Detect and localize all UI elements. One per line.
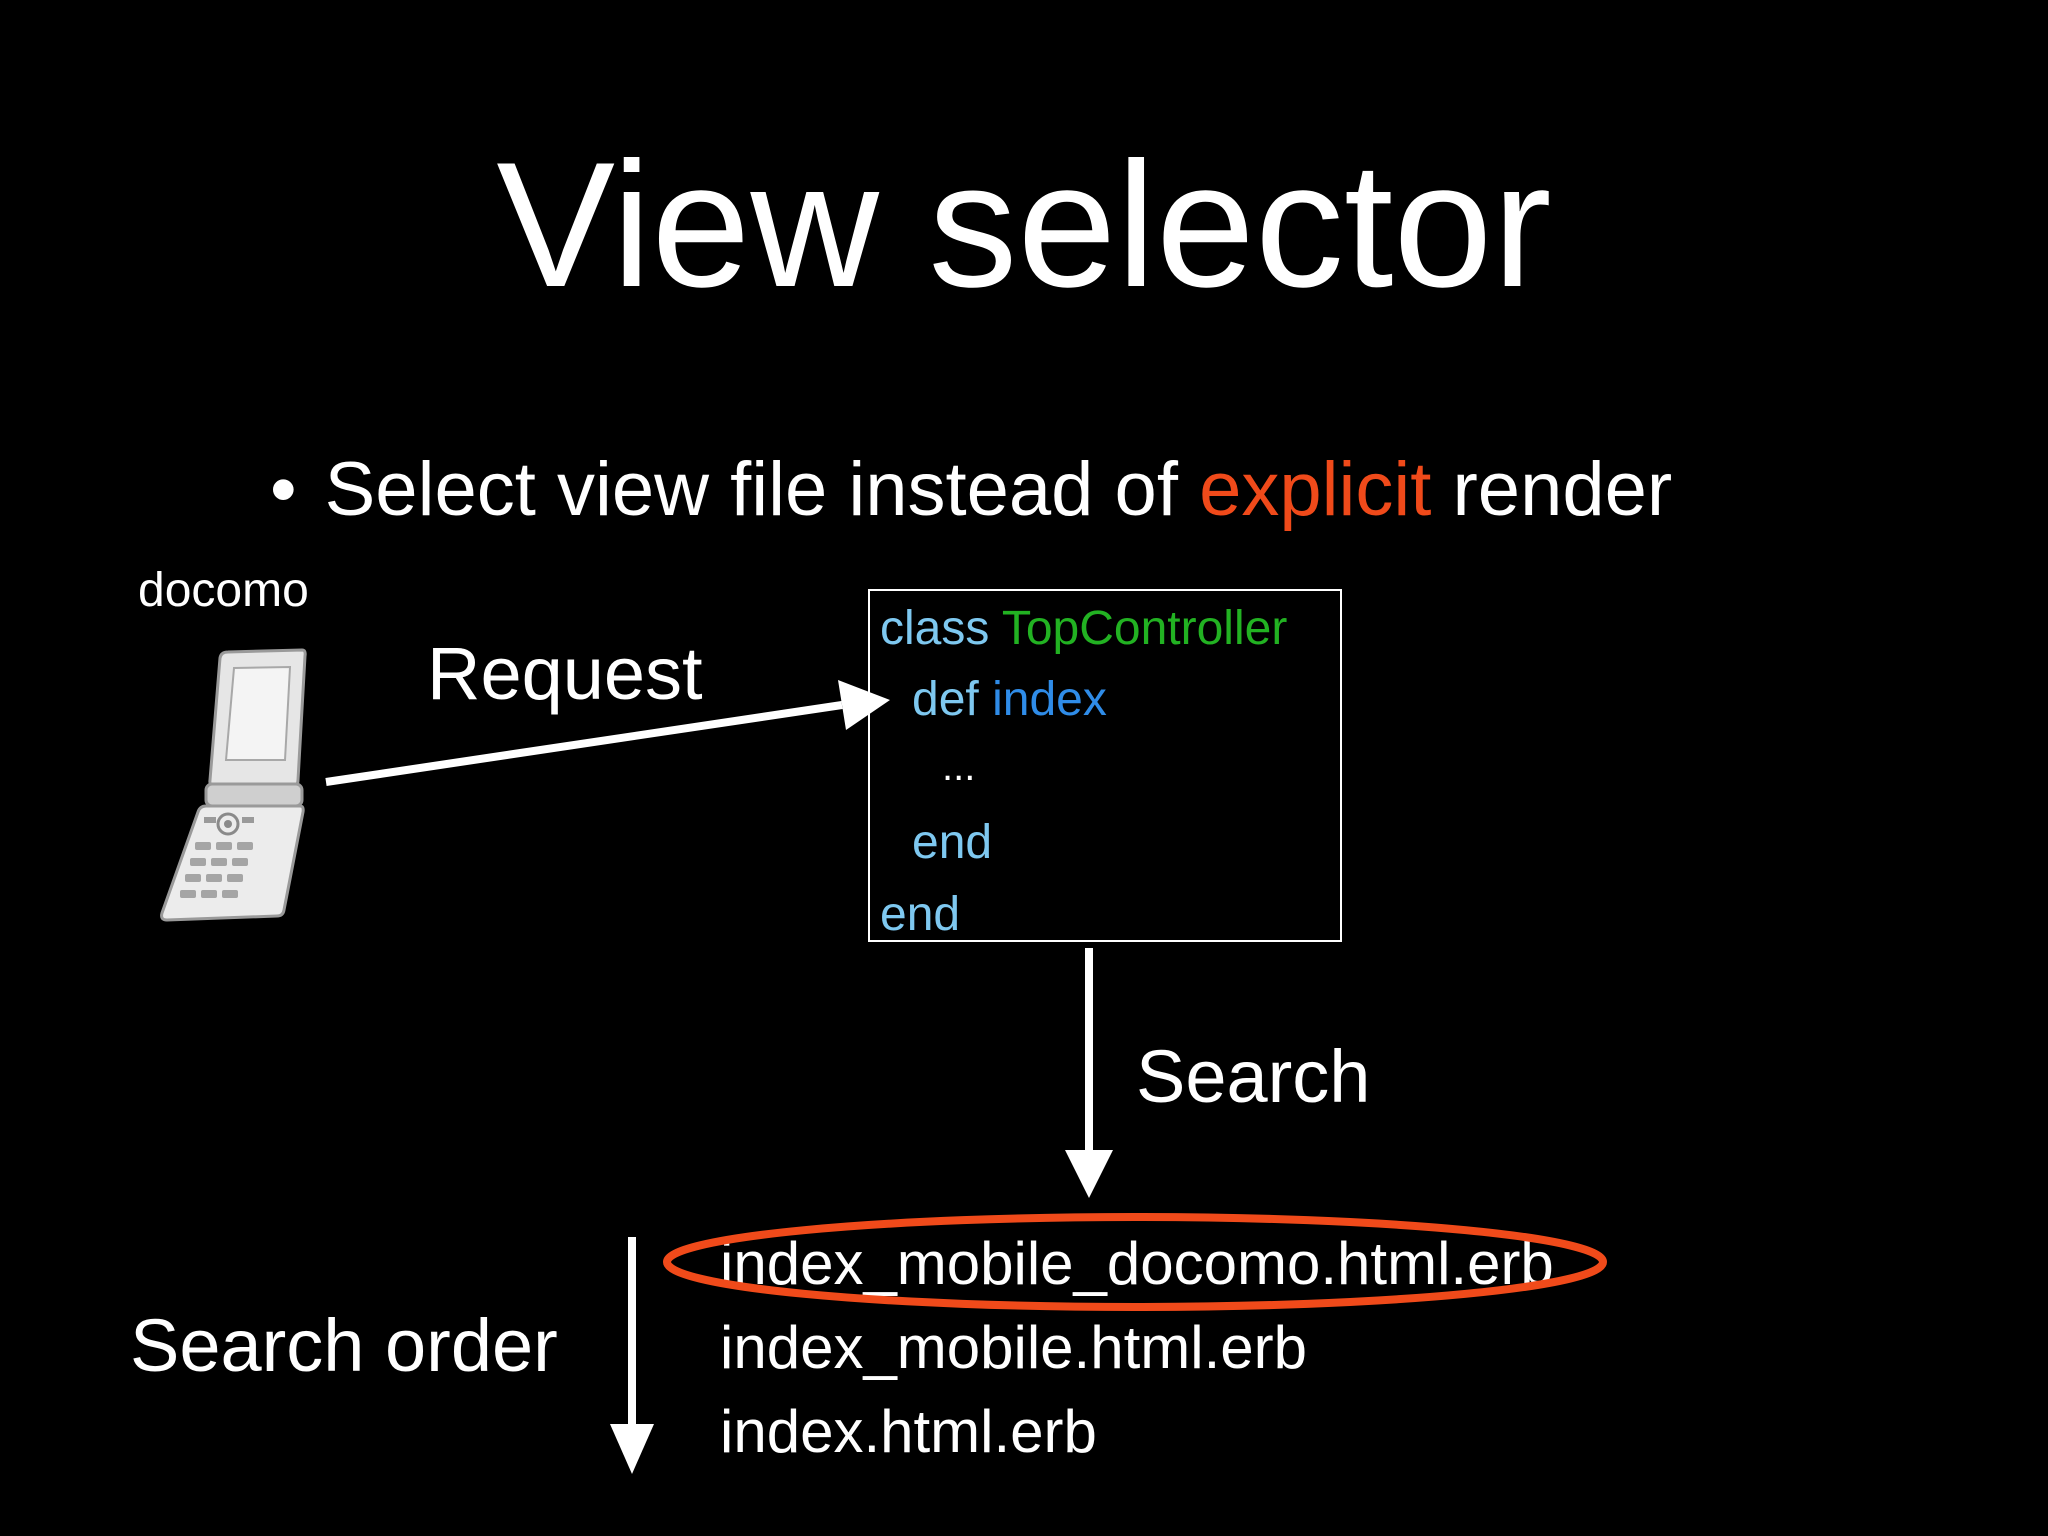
search-label: Search xyxy=(1136,1035,1371,1118)
code-class-name: TopController xyxy=(1001,602,1288,655)
bullet-line: • Select view file instead of explicit re… xyxy=(270,445,1672,535)
selected-file-highlight xyxy=(663,1213,1607,1311)
code-ellipsis: ... xyxy=(942,745,976,789)
code-line-def: def index xyxy=(912,672,1107,728)
bullet-highlight: explicit xyxy=(1199,447,1432,532)
code-line-outer-end: end xyxy=(880,888,961,941)
bullet-marker: • xyxy=(270,447,297,532)
phone-caption: docomo xyxy=(138,564,309,617)
code-keyword: class xyxy=(880,602,990,655)
code-line-class: class TopController xyxy=(880,601,1287,657)
file-item-selected: index_mobile_docomo.html.erb xyxy=(720,1230,1554,1297)
request-arrow xyxy=(325,680,890,786)
slide-title: View selector xyxy=(496,125,1552,324)
code-box: class TopController def index ... end en… xyxy=(868,589,1342,942)
bullet-text-after: render xyxy=(1431,447,1673,532)
file-item: index_mobile.html.erb xyxy=(720,1314,1307,1381)
flip-phone-icon xyxy=(160,648,307,922)
request-label: Request xyxy=(427,632,703,715)
code-keyword: def xyxy=(912,673,979,726)
code-method-name: index xyxy=(992,673,1107,726)
search-order-label: Search order xyxy=(130,1304,558,1387)
search-order-arrow xyxy=(610,1237,654,1474)
code-line-inner-end: end xyxy=(912,816,993,869)
file-item: index.html.erb xyxy=(720,1398,1097,1465)
search-arrow xyxy=(1065,948,1113,1198)
bullet-text-before: Select view file instead of xyxy=(324,447,1200,532)
